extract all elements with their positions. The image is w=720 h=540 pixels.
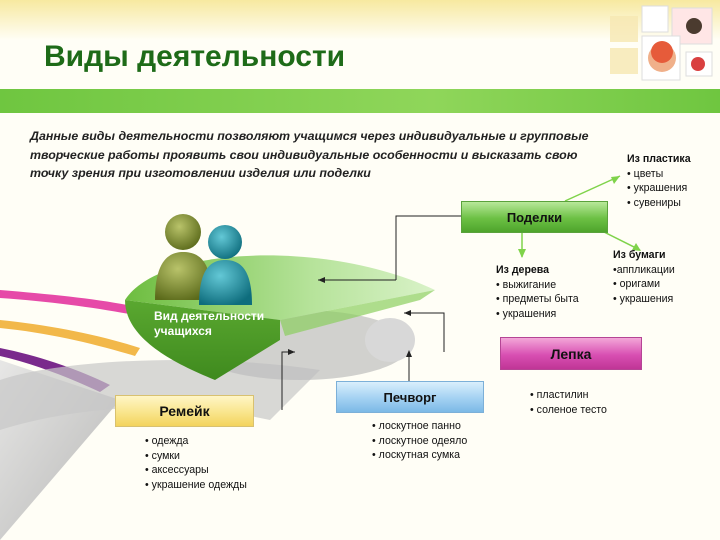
list-item: • украшения (627, 182, 688, 194)
list-item: • украшения (496, 307, 557, 320)
title-band (0, 89, 720, 113)
page-title: Виды деятельности (44, 40, 346, 73)
list-bumagi: Из бумаги •аппликации • оригами • украше… (613, 248, 675, 306)
node-pechvorg: Печворг (336, 381, 484, 413)
list-heading: Из пластика (627, 153, 691, 165)
node-podelki: Поделки (461, 201, 608, 233)
list-heading: Из бумаги (613, 249, 666, 261)
list-item: • предметы быта (496, 293, 579, 305)
list-item: • украшения (613, 292, 674, 305)
list-item: • украшение одежды (145, 478, 247, 491)
list-item: • лоскутное панно (372, 420, 461, 432)
puzzle-logo-icon (610, 5, 713, 81)
people-icon (155, 214, 252, 305)
node-remeik: Ремейк (115, 395, 254, 427)
list-heading: Из дерева (496, 264, 550, 276)
list-item: • сумки (145, 449, 180, 462)
list-item: • одежда (145, 435, 189, 447)
list-item: • цветы (627, 167, 664, 180)
list-item: • аксессуары (145, 464, 209, 476)
list-item: • сувениры (627, 196, 681, 209)
list-plastika: Из пластика • цветы • украшения • сувени… (627, 152, 691, 210)
intro-text: Данные виды деятельности позволяют учащи… (30, 129, 589, 180)
node-lepka: Лепка (500, 337, 642, 370)
list-pechvorg: • лоскутное панно • лоскутное одеяло • л… (372, 419, 467, 463)
list-lepka: • пластилин • соленое тесто (530, 388, 607, 417)
center-label: Вид деятельности учащихся (154, 309, 265, 338)
list-remeik: • одежда • сумки • аксессуары • украшени… (145, 434, 247, 492)
list-dereva: Из дерева • выжигание • предметы быта • … (496, 263, 579, 321)
list-item: •аппликации (613, 263, 675, 276)
list-item: • лоскутная сумка (372, 449, 460, 461)
list-item: • оригами (613, 278, 661, 290)
list-item: • лоскутное одеяло (372, 434, 468, 447)
list-item: • выжигание (496, 278, 557, 291)
list-item: • пластилин (530, 389, 589, 401)
list-item: • соленое тесто (530, 403, 607, 416)
